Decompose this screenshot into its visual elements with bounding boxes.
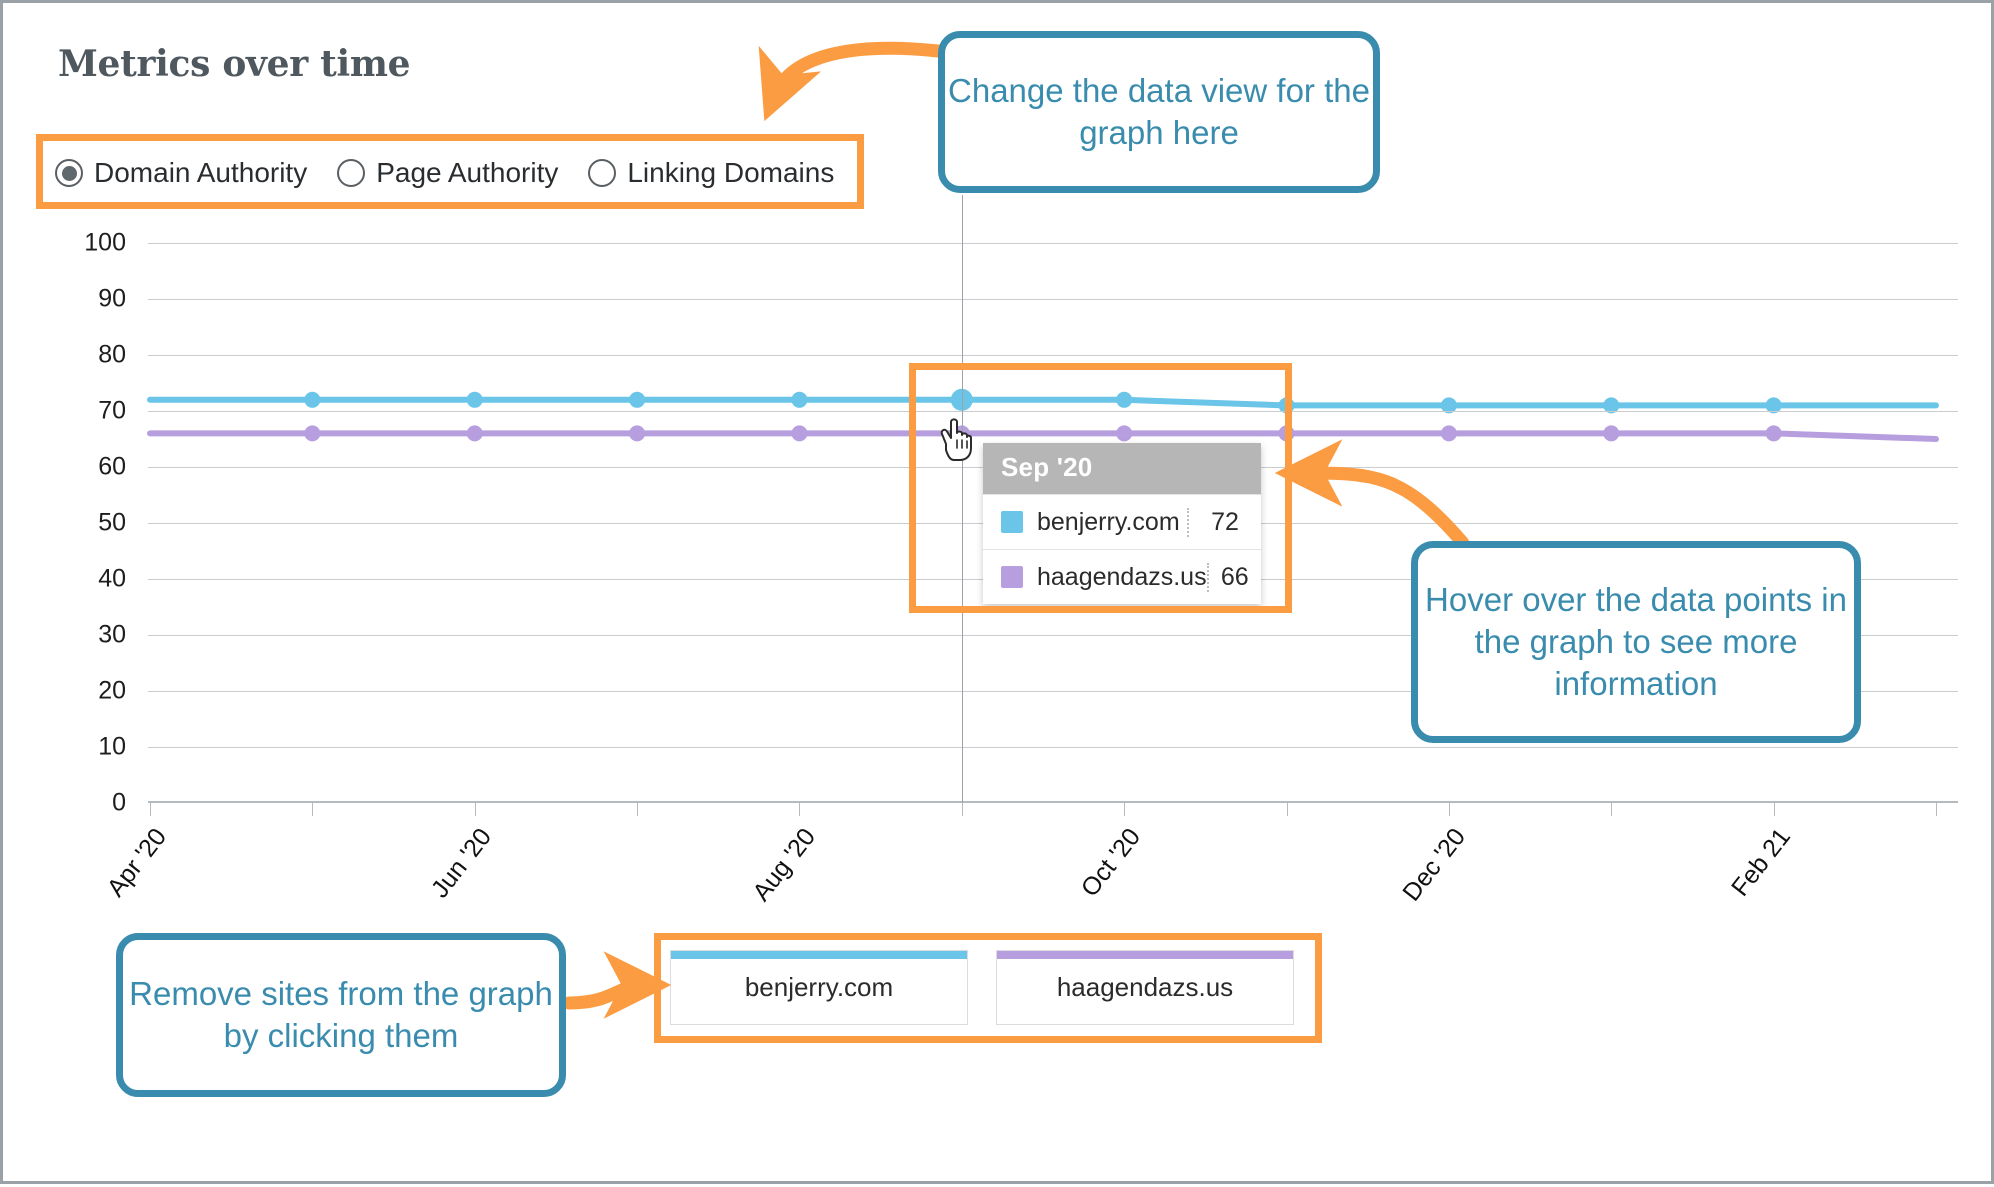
series-data-point[interactable]	[304, 425, 321, 442]
y-axis-tick-label: 100	[84, 228, 126, 257]
callout-hover-points-text: Hover over the data points in the graph …	[1425, 580, 1847, 703]
radio-domain-authority-label: Domain Authority	[94, 157, 308, 188]
tooltip-site-value: 66	[1206, 562, 1261, 592]
radio-linking-domains-label: Linking Domains	[627, 157, 835, 188]
legend-color-bar-benjerry	[671, 951, 967, 959]
x-axis-tick	[1936, 803, 1937, 816]
gridline	[148, 299, 1958, 300]
y-axis: 0 10 20 30 40 50 60 70 80 90 100	[58, 229, 126, 817]
callout-change-view-text: Change the data view for the graph here	[948, 71, 1370, 151]
callout-remove-sites: Remove sites from the graph by clicking …	[116, 933, 566, 1097]
series-line	[147, 430, 1939, 442]
radio-domain-authority-icon[interactable]	[55, 159, 83, 187]
y-axis-tick-label: 40	[98, 564, 126, 593]
callout-change-view: Change the data view for the graph here	[938, 31, 1380, 193]
series-data-point[interactable]	[629, 391, 646, 408]
callout-hover-points: Hover over the data points in the graph …	[1411, 541, 1861, 743]
legend-color-bar-haagendazs	[997, 951, 1293, 959]
series-data-point[interactable]	[1765, 425, 1782, 442]
x-axis-tick-label: Feb 21	[1725, 823, 1796, 902]
gridline	[148, 635, 1958, 636]
metric-selector[interactable]: Domain Authority Page Authority Linking …	[55, 151, 864, 195]
radio-page-authority[interactable]: Page Authority	[337, 157, 558, 189]
radio-page-authority-label: Page Authority	[376, 157, 559, 188]
series-data-point[interactable]	[791, 391, 808, 408]
gridline	[148, 747, 1958, 748]
series-data-point[interactable]	[466, 391, 483, 408]
x-axis-tick-label: Aug '20	[747, 823, 822, 907]
radio-domain-authority[interactable]: Domain Authority	[55, 157, 307, 189]
tooltip-site-name: haagendazs.us	[1037, 562, 1207, 591]
series-data-point[interactable]	[629, 425, 646, 442]
tooltip-swatch-benjerry	[1001, 511, 1023, 533]
series-data-point[interactable]	[1116, 425, 1133, 442]
x-axis-tick	[150, 803, 151, 816]
x-axis-tick	[961, 803, 963, 816]
series-data-point[interactable]	[1440, 425, 1457, 442]
y-axis-tick-label: 20	[98, 676, 126, 705]
chart-legend[interactable]: benjerry.com haagendazs.us	[670, 950, 1294, 1025]
tooltip-swatch-haagendazs	[1001, 566, 1023, 588]
series-data-point[interactable]	[1603, 425, 1620, 442]
y-axis-tick-label: 30	[98, 620, 126, 649]
tooltip-highlight	[909, 363, 1292, 613]
series-data-point[interactable]	[791, 425, 808, 442]
page-title: Metrics over time	[58, 43, 411, 85]
y-axis-tick-label: 50	[98, 508, 126, 537]
arrow-to-legend	[562, 951, 672, 1019]
x-axis-line	[148, 801, 1958, 803]
legend-item-label: benjerry.com	[744, 972, 894, 1002]
tooltip-site-value: 72	[1187, 507, 1261, 537]
x-axis-tick	[1773, 803, 1775, 816]
x-axis-tick	[1448, 803, 1450, 816]
x-axis-tick-label: Apr '20	[101, 823, 173, 903]
x-axis-tick	[799, 803, 801, 816]
hover-crosshair-line	[961, 195, 964, 803]
legend-item-benjerry[interactable]: benjerry.com	[670, 950, 968, 1025]
x-axis-tick	[474, 803, 476, 816]
gridline	[148, 691, 1958, 692]
x-axis-tick-label: Jun '20	[425, 823, 497, 904]
legend-item-label: haagendazs.us	[1056, 972, 1234, 1002]
y-axis-tick-label: 70	[98, 396, 126, 425]
radio-linking-domains-icon[interactable]	[588, 159, 617, 187]
arrow-to-metric-selector	[758, 41, 945, 122]
gridline	[148, 411, 1958, 412]
y-axis-tick-label: 10	[98, 732, 126, 761]
radio-linking-domains[interactable]: Linking Domains	[588, 157, 834, 189]
radio-page-authority-icon[interactable]	[337, 159, 366, 187]
tooltip-row: benjerry.com 72	[983, 494, 1261, 549]
y-axis-tick-label: 60	[98, 452, 126, 481]
mouse-pointer-icon	[940, 418, 972, 461]
gridline	[148, 355, 1958, 356]
gridline	[148, 243, 1958, 244]
series-data-point[interactable]	[304, 391, 321, 408]
y-axis-tick-label: 90	[98, 284, 126, 313]
y-axis-tick-label: 0	[112, 788, 126, 817]
y-axis-tick-label: 80	[98, 340, 126, 369]
x-axis-tick	[1611, 803, 1613, 816]
x-axis-tick	[1124, 803, 1126, 816]
series-data-point[interactable]	[1765, 397, 1782, 414]
series-data-point[interactable]	[466, 425, 483, 442]
x-axis-tick-label: Dec '20	[1397, 823, 1471, 907]
legend-item-haagendazs[interactable]: haagendazs.us	[996, 950, 1294, 1025]
series-data-point[interactable]	[1440, 397, 1457, 414]
tooltip-row: haagendazs.us 66	[983, 549, 1261, 604]
x-axis-tick	[312, 803, 314, 816]
series-line	[147, 396, 1939, 409]
callout-remove-sites-text: Remove sites from the graph by clicking …	[129, 974, 553, 1054]
tooltip-date: Sep '20	[983, 443, 1261, 494]
metric-selector-highlight	[36, 134, 864, 209]
tooltip-site-name: benjerry.com	[1037, 507, 1180, 536]
x-axis-tick	[1286, 803, 1288, 816]
x-axis-tick-label: Oct '20	[1075, 823, 1147, 903]
series-data-point[interactable]	[1116, 391, 1133, 408]
chart-tooltip: Sep '20 benjerry.com 72 haagendazs.us 66	[983, 443, 1261, 604]
x-axis-tick	[637, 803, 639, 816]
series-data-point[interactable]	[1603, 397, 1620, 414]
